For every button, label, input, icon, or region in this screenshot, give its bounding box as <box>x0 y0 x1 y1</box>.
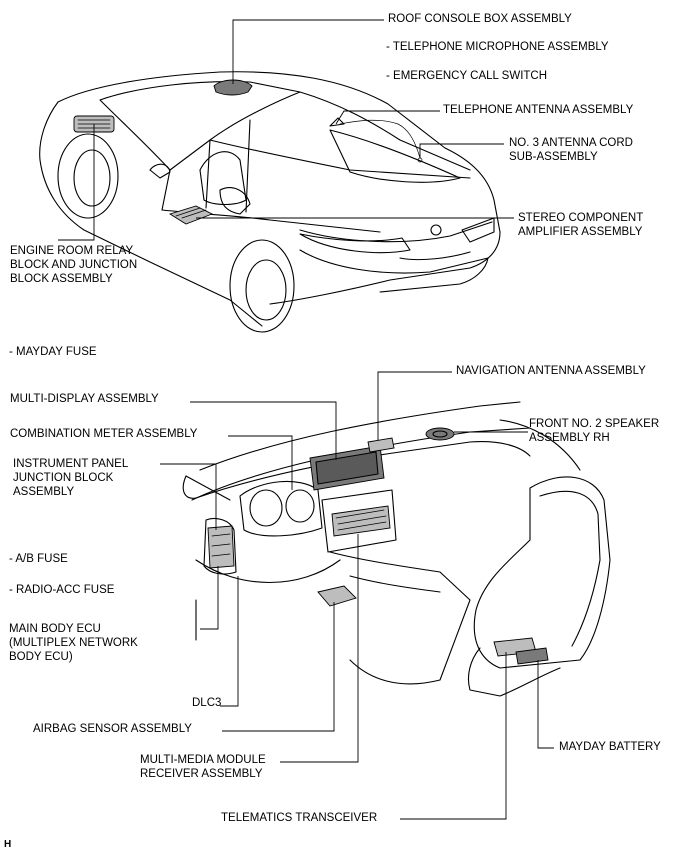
vehicle-interior-illustration <box>182 401 611 697</box>
label-instrument-panel-junction-block: INSTRUMENT PANEL JUNCTION BLOCK ASSEMBLY <box>13 458 129 498</box>
label-telematics-transceiver: TELEMATICS TRANSCEIVER <box>221 812 378 824</box>
label-airbag-sensor: AIRBAG SENSOR ASSEMBLY <box>33 723 192 735</box>
label-mayday-fuse: - MAYDAY FUSE <box>9 346 97 358</box>
figure-corner-mark: H <box>4 839 12 850</box>
label-stereo-amplifier: STEREO COMPONENT AMPLIFIER ASSEMBLY <box>518 212 644 238</box>
label-telephone-microphone: - TELEPHONE MICROPHONE ASSEMBLY <box>386 41 609 53</box>
label-telephone-antenna: TELEPHONE ANTENNA ASSEMBLY <box>443 104 634 116</box>
label-roof-console-box: ROOF CONSOLE BOX ASSEMBLY <box>388 13 572 25</box>
label-navigation-antenna: NAVIGATION ANTENNA ASSEMBLY <box>456 365 646 377</box>
label-front-speaker: FRONT NO. 2 SPEAKER ASSEMBLY RH <box>529 418 660 444</box>
leader-engine-room-relay <box>58 124 95 241</box>
leader-instrument-panel-jb <box>160 463 217 530</box>
leader-dlc3 <box>220 576 239 707</box>
label-radio-acc-fuse: - RADIO-ACC FUSE <box>9 584 115 596</box>
leader-combination-meter <box>228 435 293 490</box>
label-antenna-cord: NO. 3 ANTENNA CORD SUB-ASSEMBLY <box>509 137 633 163</box>
leader-main-body-ecu <box>200 566 219 630</box>
label-emergency-call-switch: - EMERGENCY CALL SWITCH <box>386 70 548 82</box>
leader-roof-console <box>232 19 384 84</box>
label-ab-fuse: - A/B FUSE <box>9 553 68 565</box>
label-main-body-ecu: MAIN BODY ECU (MULTIPLEX NETWORK BODY EC… <box>9 623 138 663</box>
label-multi-display: MULTI-DISPLAY ASSEMBLY <box>10 393 159 405</box>
leader-multi-display <box>190 401 337 460</box>
label-engine-room-relay: ENGINE ROOM RELAY BLOCK AND JUNCTION BLO… <box>10 245 138 285</box>
label-multimedia-receiver: MULTI-MEDIA MODULE RECEIVER ASSEMBLY <box>140 754 266 780</box>
vehicle-exterior-illustration <box>39 71 501 333</box>
leader-navigation-antenna <box>377 371 452 440</box>
leader-telephone-antenna <box>335 110 440 125</box>
leader-mayday-battery <box>537 660 554 749</box>
leader-telematics <box>400 652 507 820</box>
leader-antenna-cord <box>419 143 504 158</box>
label-combination-meter: COMBINATION METER ASSEMBLY <box>10 428 198 440</box>
leader-airbag-sensor <box>222 602 335 732</box>
leader-multimedia-receiver <box>280 534 359 763</box>
label-mayday-battery: MAYDAY BATTERY <box>559 741 661 753</box>
leader-lines <box>58 19 554 820</box>
label-dlc3: DLC3 <box>192 697 222 709</box>
